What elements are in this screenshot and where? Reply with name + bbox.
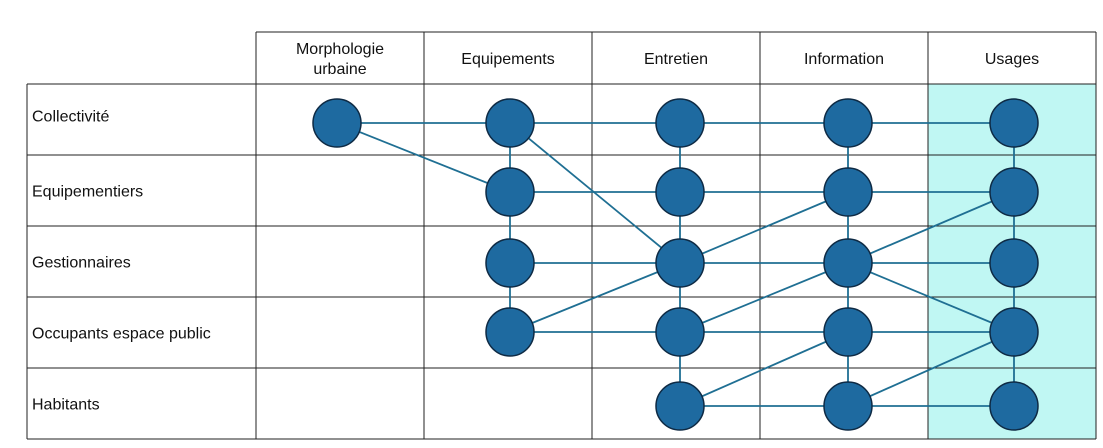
process-nodes: [312, 98, 1039, 431]
row-labels: CollectivitéEquipementiersGestionnairesO…: [32, 109, 211, 414]
edge-E4-N3: [509, 262, 681, 333]
node-usages-occupants: [989, 307, 1039, 357]
node-usages-equipementiers: [989, 167, 1039, 217]
column-header-morpho: urbaine: [313, 61, 366, 78]
edge-N4-I3: [679, 262, 849, 333]
node-equip-collectivite: [485, 98, 535, 148]
node-information-habitants: [823, 381, 873, 431]
row-label-equipementiers: Equipementiers: [32, 184, 143, 201]
row-label-gestionnaires: Gestionnaires: [32, 255, 131, 272]
edge-N5-I4: [679, 331, 849, 407]
edge-N3-I2: [679, 191, 849, 264]
row-label-occupants: Occupants espace public: [32, 326, 211, 343]
node-equip-occupants: [485, 307, 535, 357]
node-information-gestionnaires: [823, 238, 873, 288]
column-header-entretien: Entretien: [644, 51, 708, 68]
node-usages-collectivite: [989, 98, 1039, 148]
node-equip-equipementiers: [485, 167, 535, 217]
column-header-information: Information: [804, 51, 884, 68]
node-information-occupants: [823, 307, 873, 357]
column-header-equip: Equipements: [461, 51, 554, 68]
row-label-habitants: Habitants: [32, 397, 100, 414]
node-entretien-gestionnaires: [655, 238, 705, 288]
edge-M1-E2: [336, 122, 511, 193]
column-headers: Morphologie urbaine Equipements Entretien In…: [296, 41, 1039, 78]
node-information-collectivite: [823, 98, 873, 148]
row-label-collectivite: Collectivité: [32, 109, 109, 126]
column-header-usages: Usages: [985, 51, 1039, 68]
node-entretien-equipementiers: [655, 167, 705, 217]
table-grid: [26, 31, 1097, 440]
node-information-equipementiers: [823, 167, 873, 217]
node-usages-gestionnaires: [989, 238, 1039, 288]
node-equip-gestionnaires: [485, 238, 535, 288]
column-header-morpho: Morphologie: [296, 41, 384, 58]
node-usages-habitants: [989, 381, 1039, 431]
edge-I3-U2: [847, 191, 1015, 264]
node-entretien-habitants: [655, 381, 705, 431]
edge-I5-U4: [847, 331, 1015, 407]
node-entretien-collectivite: [655, 98, 705, 148]
node-entretien-occupants: [655, 307, 705, 357]
edge-I3-U4: [847, 262, 1015, 333]
node-morpho-collectivite: [312, 98, 362, 148]
edge-E1-N3: [509, 122, 681, 264]
